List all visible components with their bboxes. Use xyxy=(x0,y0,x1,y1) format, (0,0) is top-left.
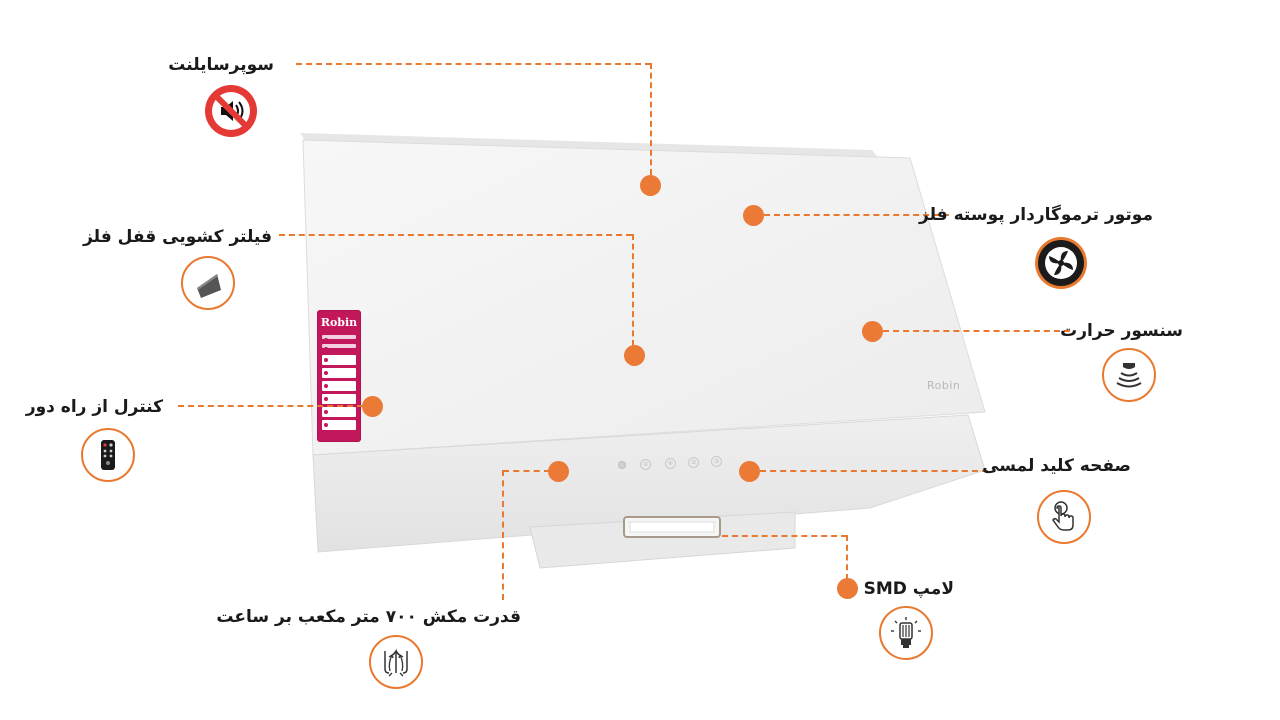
leader-line xyxy=(722,535,847,537)
callout-dot-heat-sensor[interactable] xyxy=(862,321,883,342)
no-sound-icon xyxy=(204,84,258,138)
remote-control-icon xyxy=(81,428,135,482)
touch-button[interactable] xyxy=(618,461,626,469)
touch-button[interactable]: ② xyxy=(640,459,651,470)
lamp-icon xyxy=(879,606,933,660)
label-filter: فیلتر کشویی قفل فلز xyxy=(83,227,272,247)
callout-dot-smd-lamp[interactable] xyxy=(837,578,858,599)
leader-line xyxy=(279,234,632,236)
leader-line xyxy=(650,63,652,175)
callout-dot-filter[interactable] xyxy=(624,345,645,366)
callout-dot-touch-panel[interactable] xyxy=(739,461,760,482)
product-label-tag: Robin xyxy=(318,311,360,441)
label-smd-lamp: لامپ SMD xyxy=(863,579,954,599)
hood-brand-logo: Robin xyxy=(927,379,961,392)
label-heat-sensor: سنسور حرارت xyxy=(1060,321,1183,341)
airflow-icon xyxy=(369,635,423,689)
callout-dot-suction[interactable] xyxy=(548,461,569,482)
leader-line xyxy=(632,234,634,346)
leader-line xyxy=(883,330,1070,332)
leader-line xyxy=(296,63,651,65)
touch-button[interactable]: ③ xyxy=(711,456,722,467)
label-super-silent: سوپرسایلنت xyxy=(168,55,274,75)
leader-line xyxy=(760,470,988,472)
touch-hand-icon xyxy=(1037,490,1091,544)
label-suction: قدرت مکش ۷۰۰ متر مکعب بر ساعت xyxy=(216,607,521,627)
touch-button[interactable]: ④ xyxy=(665,458,676,469)
tag-brand: Robin xyxy=(320,316,358,329)
callout-dot-motor[interactable] xyxy=(743,205,764,226)
label-remote: کنترل از راه دور xyxy=(25,397,163,417)
callout-dot-remote[interactable] xyxy=(362,396,383,417)
leader-line xyxy=(178,405,363,407)
callout-dot-super-silent[interactable] xyxy=(640,175,661,196)
leader-line xyxy=(846,535,848,580)
fan-icon xyxy=(1034,236,1088,290)
leader-line xyxy=(503,470,550,472)
sensor-icon xyxy=(1102,348,1156,402)
label-motor: موتور ترموگاردار پوسته فلز xyxy=(919,205,1153,225)
filter-plate-icon xyxy=(181,256,235,310)
label-touch-panel: صفحه کلید لمسی xyxy=(982,456,1131,476)
leader-line xyxy=(764,214,949,216)
leader-line xyxy=(502,470,504,600)
touch-button[interactable]: ③ xyxy=(688,457,699,468)
